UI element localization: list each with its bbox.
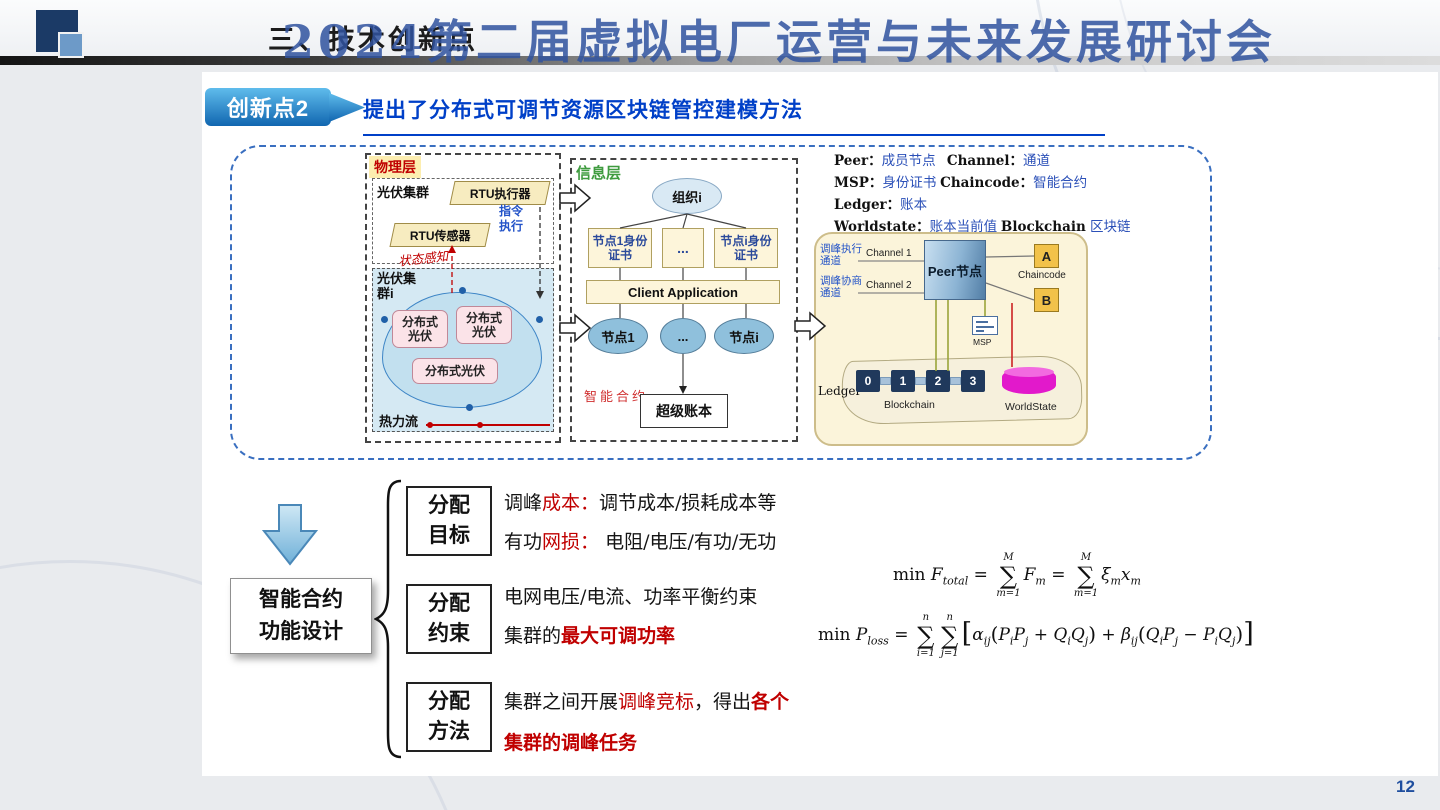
cert-box-dots: ... — [662, 228, 704, 268]
chaincode-label: Chaincode — [1018, 270, 1066, 281]
block: 2 — [926, 370, 950, 392]
info-layer-label: 信息层 — [576, 165, 622, 182]
heat-flow-line — [426, 424, 550, 426]
blockchain-label: Blockchain — [884, 399, 935, 411]
block: 1 — [891, 370, 915, 392]
pv-cluster-i-label: 光伏集 群i — [377, 271, 417, 301]
allocation-method-box: 分配 方法 — [406, 682, 492, 752]
conference-watermark: 2024第二届虚拟电厂运营与未来发展研讨会 — [282, 15, 1277, 69]
chaincode-b-box: B — [1034, 288, 1059, 312]
node-dots-ellipse: ... — [660, 318, 706, 354]
header-divider — [0, 56, 1440, 65]
architecture-diagram-frame — [230, 145, 1212, 460]
legend: Peer：成员节点 Channel：通道 MSP：身份证书 Chaincode：… — [834, 150, 1131, 238]
ledger-label: Ledger — [818, 384, 862, 398]
smart-contract-label: 智能合约 — [584, 389, 649, 404]
pv-cluster-label: 光伏集群 — [377, 185, 430, 200]
legend-row: Ledger：账本 — [834, 197, 928, 213]
hyperledger-box: 超级账本 — [640, 394, 728, 428]
innovation-title: 提出了分布式可调节资源区块链管控建模方法 — [363, 94, 1105, 136]
channel2-cn-label: 调峰协商 通道 — [820, 275, 862, 299]
allocation-goal-box: 分配 目标 — [406, 486, 492, 556]
allocation-constraint-box: 分配 约束 — [406, 584, 492, 654]
goal-text-1: 调峰成本：调节成本/损耗成本等 — [504, 492, 777, 514]
legend-row: MSP：身份证书 Chaincode：智能合约 — [834, 175, 1088, 191]
channel2-label: Channel 2 — [866, 280, 912, 291]
design-root-box: 智能合约 功能设计 — [230, 578, 372, 654]
heat-dot — [477, 422, 483, 428]
chaincode-a-box: A — [1034, 244, 1059, 268]
section-title: 三、技术创新点 — [268, 25, 478, 55]
method-text: 集群之间开展调峰竞标，得出各个集群的调峰任务 — [504, 691, 790, 754]
curly-brace-icon — [374, 479, 402, 759]
channel1-label: Channel 1 — [866, 248, 912, 259]
cert-box-node1: 节点1身份 证书 — [588, 228, 652, 268]
cert-box-nodei: 节点i身份 证书 — [714, 228, 778, 268]
command-exec-label: 指令 执行 — [499, 204, 524, 233]
heat-flow-label: 热力流 — [379, 414, 419, 429]
cylinder-top — [1004, 367, 1054, 377]
msp-label: MSP — [973, 337, 992, 347]
constraint-text-1: 电网电压/电流、功率平衡约束 — [504, 586, 758, 608]
down-arrow-icon — [262, 504, 318, 566]
block-link — [915, 377, 926, 385]
info-layer-box — [570, 158, 798, 442]
peer-node-box: Peer节点 — [924, 240, 986, 300]
msp-icon — [972, 316, 998, 335]
worldstate-cylinder — [1002, 367, 1056, 394]
org-ellipse: 组织i — [652, 178, 722, 214]
distributed-pv-box: 分布式 光伏 — [392, 310, 448, 348]
block-link — [950, 377, 961, 385]
node1-ellipse: 节点1 — [588, 318, 648, 354]
block: 3 — [961, 370, 985, 392]
logo-accent — [58, 32, 84, 58]
rtu-sensor-box: RTU传感器 — [389, 223, 491, 247]
constraint-text-2: 集群的最大可调功率 — [504, 625, 676, 647]
innovation-badge: 创新点2 — [205, 88, 331, 126]
rtu-actuator-label: RTU执行器 — [469, 186, 531, 201]
client-application-box: Client Application — [586, 280, 780, 304]
node-dot — [536, 316, 543, 323]
goal-text-2: 有功网损： 电阻/电压/有功/无功 — [504, 531, 777, 553]
rtu-actuator-box: RTU执行器 — [449, 181, 551, 205]
block: 0 — [856, 370, 880, 392]
physical-layer-box — [365, 153, 561, 443]
channel1-cn-label: 调峰执行 通道 — [820, 243, 862, 267]
heat-dot — [427, 422, 433, 428]
page-number: 12 — [1396, 777, 1415, 796]
header-band — [0, 0, 1440, 58]
nodei-ellipse: 节点i — [714, 318, 774, 354]
worldstate-label: WorldState — [1005, 401, 1057, 413]
node-dot — [466, 404, 473, 411]
node-dot — [459, 287, 466, 294]
blockchain-blocks: 0 1 2 3 — [856, 370, 985, 392]
block-link — [880, 377, 891, 385]
legend-row: Peer：成员节点 Channel：通道 — [834, 153, 1051, 169]
rtu-group-box — [372, 178, 554, 264]
legend-row: Worldstate：账本当前值 Blockchain 区块链 — [834, 219, 1131, 235]
distributed-pv-box: 分布式 光伏 — [456, 306, 512, 344]
rtu-sensor-label: RTU传感器 — [409, 228, 471, 243]
distributed-pv-box: 分布式光伏 — [412, 358, 498, 384]
physical-layer-label: 物理层 — [369, 156, 421, 178]
node-dot — [381, 316, 388, 323]
